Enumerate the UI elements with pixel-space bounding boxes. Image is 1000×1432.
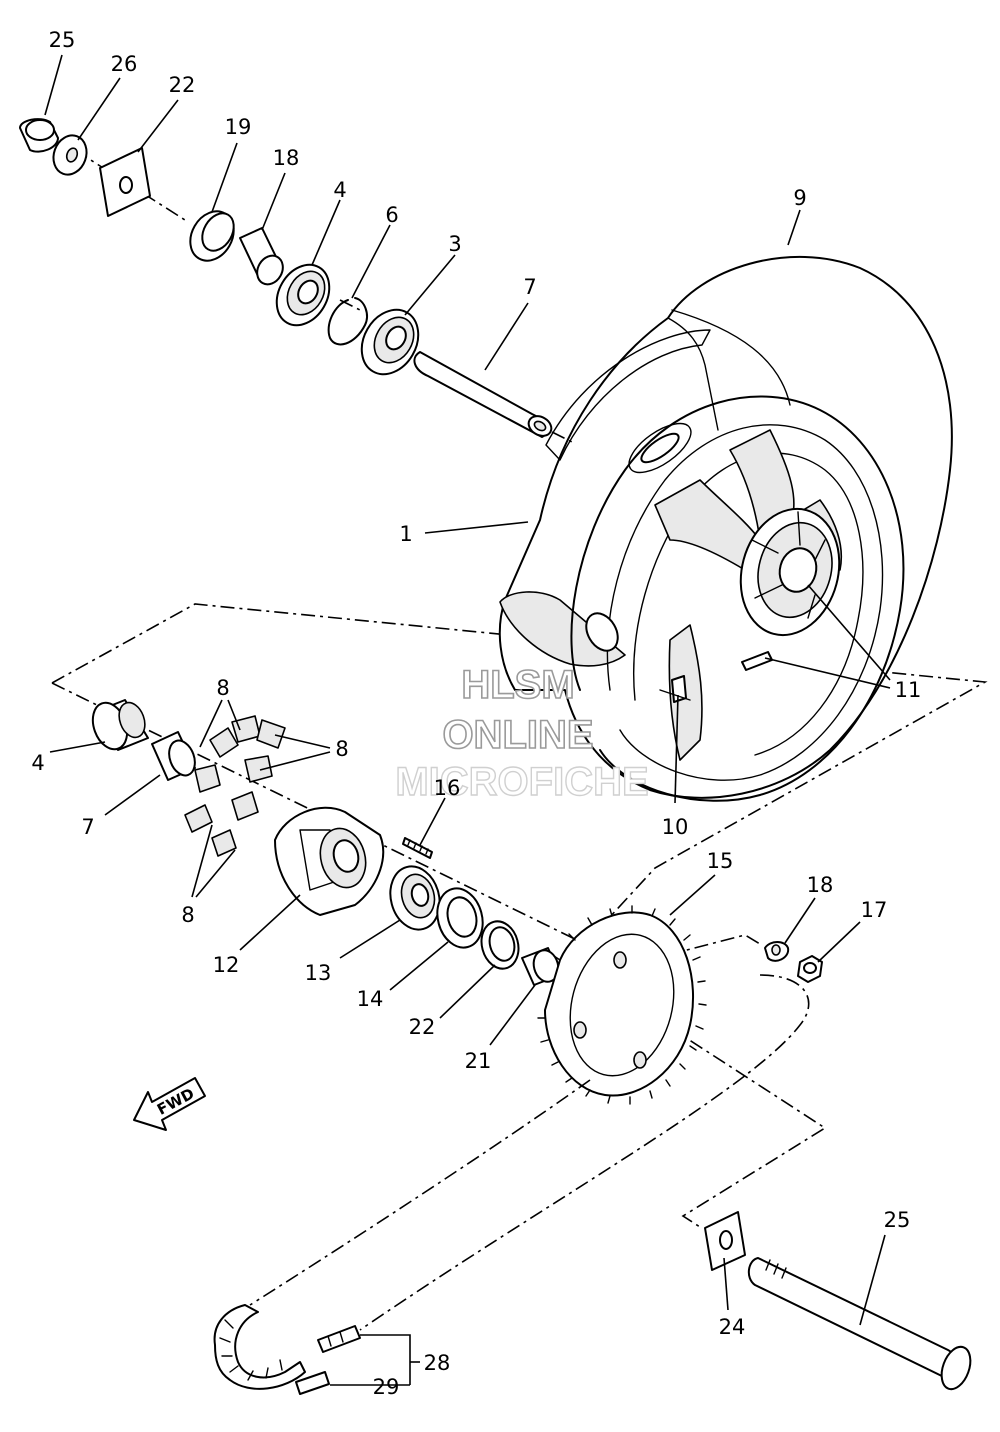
leader-lines xyxy=(44,54,891,1386)
callout-8-top: 8 xyxy=(216,676,229,700)
callout-23: 22 xyxy=(169,73,196,97)
sprocket-15 xyxy=(537,905,823,1105)
rear-wheel xyxy=(498,255,953,802)
callout-18: 18 xyxy=(807,873,834,897)
axle-25 xyxy=(704,1211,972,1391)
callout-8-right: 8 xyxy=(335,737,348,761)
watermark-line-3: MICROFICHE xyxy=(395,760,648,804)
callout-20: 19 xyxy=(225,115,252,139)
callout-7: 7 xyxy=(81,815,94,839)
axle-small-parts xyxy=(19,118,420,376)
callout-27: 26 xyxy=(111,52,138,76)
callout-14: 14 xyxy=(357,987,384,1011)
callout-5: 6 xyxy=(385,203,398,227)
callout-19: 18 xyxy=(273,146,300,170)
callout-2: 3 xyxy=(448,232,461,256)
part-callouts: 25 26 22 19 18 4 6 3 7 9 1 11 10 4 7 8 8… xyxy=(31,28,921,1399)
callout-9: 9 xyxy=(793,186,806,210)
callout-29: 29 xyxy=(373,1375,400,1399)
callout-3: 4 xyxy=(333,178,346,202)
fwd-arrow-icon: FWD xyxy=(133,1077,206,1131)
callout-8-bottom: 8 xyxy=(181,903,194,927)
watermark: HLSM ONLINE MICROFICHE xyxy=(395,662,650,805)
assembly-frame xyxy=(51,603,988,1228)
callout-1: 1 xyxy=(399,522,412,546)
drive-chain xyxy=(213,974,810,1395)
callout-4: 4 xyxy=(31,751,44,775)
callout-16: 16 xyxy=(434,776,461,800)
callout-21: 21 xyxy=(465,1049,492,1073)
callout-28: 28 xyxy=(424,1351,451,1375)
callout-6: 7 xyxy=(523,275,536,299)
callout-11: 11 xyxy=(895,678,922,702)
callout-24: 24 xyxy=(719,1315,746,1339)
watermark-line-2: ONLINE xyxy=(442,713,593,757)
clutch-hub-group xyxy=(91,699,561,986)
callout-12: 12 xyxy=(213,953,240,977)
callout-10: 10 xyxy=(662,815,689,839)
watermark-line-1: HLSM xyxy=(461,663,574,707)
callout-26: 25 xyxy=(49,28,76,52)
callout-15: 15 xyxy=(707,849,734,873)
callout-25: 25 xyxy=(884,1208,911,1232)
collar-6 xyxy=(413,351,573,443)
callout-13: 13 xyxy=(305,961,332,985)
callout-22: 22 xyxy=(409,1015,436,1039)
callout-17: 17 xyxy=(861,898,888,922)
